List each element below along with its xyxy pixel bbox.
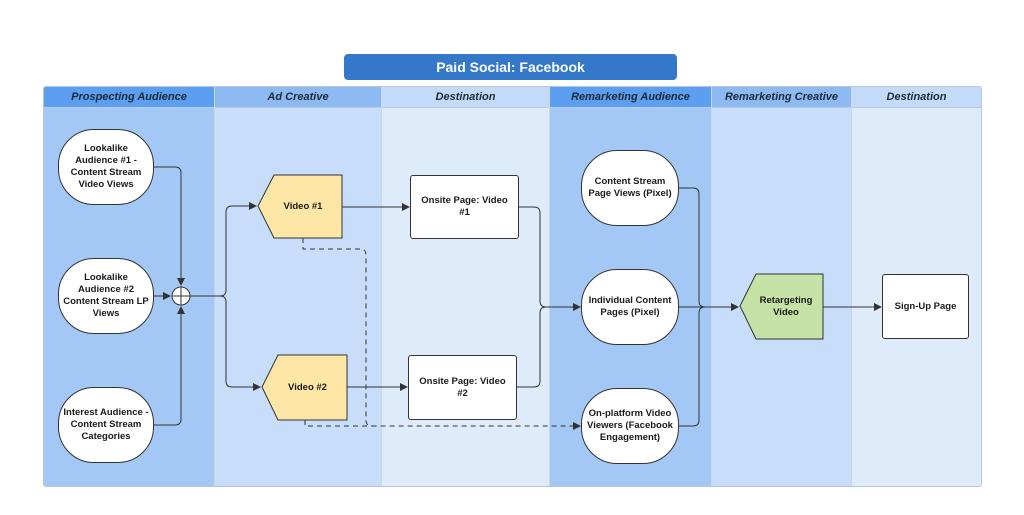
node-on-platform-video-viewers[interactable]: On-platform Video Viewers (Facebook Enga… <box>581 388 679 464</box>
node-video-2[interactable]: Video #2 <box>288 381 327 393</box>
lane-header-destination: Destination <box>382 87 549 108</box>
lane-destination: Destination <box>382 87 550 486</box>
lane-header-prospecting-audience: Prospecting Audience <box>44 87 214 108</box>
node-sign-up-page[interactable]: Sign-Up Page <box>882 274 969 339</box>
node-lookalike-audience-2[interactable]: Lookalike Audience #2 Content Stream LP … <box>58 258 154 334</box>
swimlane-container: Prospecting Audience Ad Creative Destina… <box>43 86 982 487</box>
node-content-stream-page-views[interactable]: Content Stream Page Views (Pixel) <box>581 150 679 226</box>
diagram-title: Paid Social: Facebook <box>344 54 677 80</box>
node-onsite-page-video-1[interactable]: Onsite Page: Video #1 <box>410 175 519 239</box>
lane-header-remarketing-audience: Remarketing Audience <box>550 87 711 108</box>
lane-header-remarketing-creative: Remarketing Creative <box>712 87 851 108</box>
node-retargeting-video[interactable]: Retargeting Video <box>759 294 813 318</box>
node-onsite-page-video-2[interactable]: Onsite Page: Video #2 <box>408 355 517 420</box>
node-individual-content-pages[interactable]: Individual Content Pages (Pixel) <box>581 269 679 345</box>
lane-ad-creative: Ad Creative <box>215 87 382 486</box>
node-lookalike-audience-1[interactable]: Lookalike Audience #1 - Content Stream V… <box>58 129 154 205</box>
lane-header-ad-creative: Ad Creative <box>215 87 381 108</box>
node-interest-audience[interactable]: Interest Audience - Content Stream Categ… <box>58 387 154 463</box>
node-video-1[interactable]: Video #1 <box>283 200 323 212</box>
lane-header-destination-2: Destination <box>852 87 981 108</box>
